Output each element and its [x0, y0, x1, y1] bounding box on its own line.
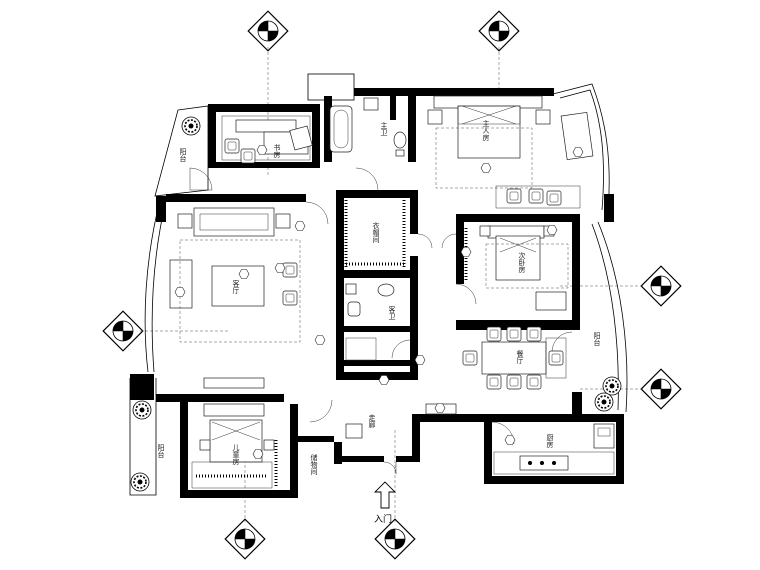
label-balcony-right: 阳台 [593, 331, 601, 347]
plant-balcony-right-2 [594, 392, 614, 412]
label-dining: 餐厅 [516, 349, 524, 364]
child-room-furniture [191, 403, 278, 489]
label-balcony-bottom-left: 阳台 [157, 443, 165, 459]
elevation-marker-bottom-right [374, 518, 416, 560]
elevation-marker-top-right [478, 10, 520, 52]
label-storage: 储物间 [310, 453, 318, 476]
study-furniture [221, 115, 313, 164]
label-walk-in-closet: 衣帽间 [372, 221, 380, 244]
elevation-marker-bottom-left [224, 518, 266, 560]
plant-balcony-right [602, 376, 622, 396]
label-master-bedroom: 主人房 [482, 119, 490, 142]
kitchen-fixtures [493, 423, 615, 475]
elevation-marker-left [102, 310, 144, 352]
label-balcony-top-left: 阳台 [179, 147, 187, 163]
label-living-room: 客厅 [232, 279, 240, 294]
plant-balcony-left [132, 400, 152, 420]
label-entrance: 入门 [374, 513, 392, 525]
corridor-furniture [203, 355, 457, 439]
master-bath-fixtures [329, 97, 407, 157]
entrance-arrow-icon [373, 481, 397, 509]
master-bedroom-furniture [427, 95, 594, 209]
elevation-marker-right-upper [640, 265, 682, 307]
elevation-marker-right-lower [640, 368, 682, 410]
glazing-outlines [129, 73, 628, 496]
walls [130, 88, 624, 498]
plant-balcony-top [181, 116, 201, 136]
label-bathroom-main: 主卫 [380, 121, 388, 136]
guest-bath-fixtures [345, 283, 395, 361]
room-labels: 阳台 书房 主卫 主人房 客厅 衣帽间 客卫 次卧房 餐厅 阳台 走廊 阳台 儿… [157, 119, 601, 525]
label-kitchen: 厨房 [546, 434, 554, 449]
label-child-room: 儿童房 [232, 444, 240, 466]
elevation-marker-top-left [247, 10, 289, 52]
bedroom2-furniture [460, 225, 569, 311]
label-study: 书房 [273, 143, 281, 159]
label-bedroom2: 次卧房 [518, 251, 526, 274]
label-guest-bath: 客卫 [388, 305, 396, 320]
closet-fixtures [344, 200, 406, 268]
plant-balcony-left-2 [130, 472, 150, 492]
living-room-furniture [169, 207, 326, 345]
dining-furniture [462, 326, 567, 390]
label-corridor: 走廊 [368, 414, 376, 429]
